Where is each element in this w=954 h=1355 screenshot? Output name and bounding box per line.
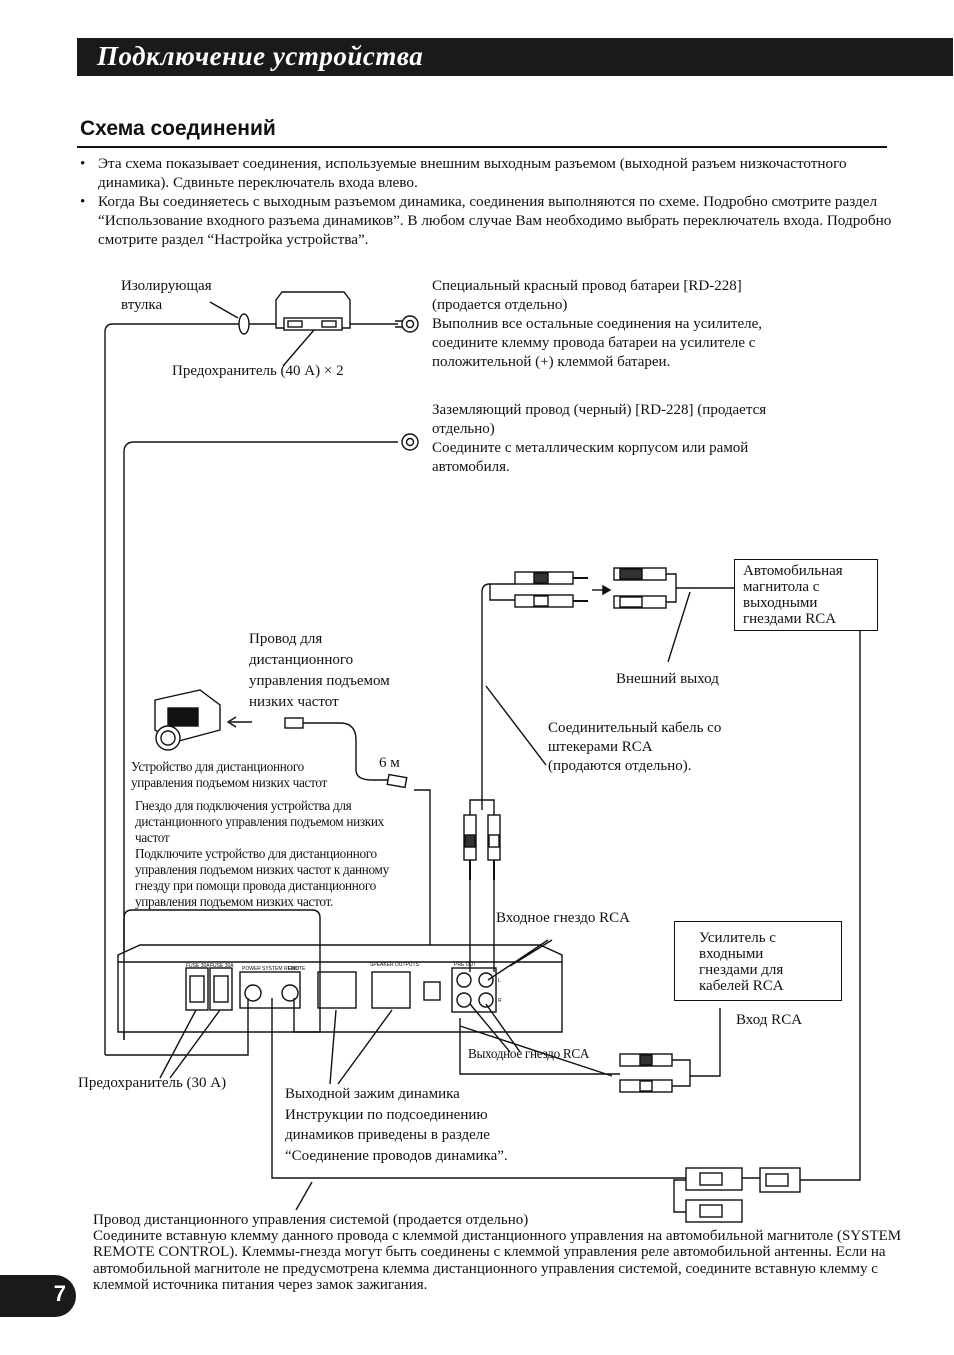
external-output-label: Внешний выход <box>616 671 719 687</box>
system-remote-head-wire <box>800 630 861 1181</box>
svg-text:FUSE 30A: FUSE 30A <box>186 963 210 969</box>
rca-input-label: Вход RCA <box>736 1012 803 1028</box>
bass-remote-device-label: Устройство для дистанционного управления… <box>131 759 327 790</box>
svg-text:SYSTEM REMOTE: SYSTEM REMOTE <box>262 966 306 972</box>
system-remote-note: Провод дистанционного управления системо… <box>93 1212 903 1293</box>
ground-wire-label: Заземляющий провод (черный) [RD-228] (пр… <box>432 402 767 475</box>
remote-wire-label: Провод для дистанционного управления под… <box>249 631 390 710</box>
system-remote-description: Соедините вставную клемму данного провод… <box>93 1228 902 1293</box>
amp-panel-labels: FUSE 30A FUSE 30A POWER SYSTEM REMOTE GN… <box>186 962 502 1004</box>
svg-text:POWER: POWER <box>242 966 261 972</box>
battery-wire <box>104 323 239 1055</box>
ground-ring-terminal-icon <box>401 433 419 451</box>
svg-text:R: R <box>498 998 502 1004</box>
amplifier-unit <box>117 944 563 1033</box>
page-number: 7 <box>53 1281 66 1306</box>
bass-remote-knob-icon <box>154 689 221 751</box>
head-unit-box: Автомобильная магнитола с выходными гнез… <box>734 559 878 631</box>
battery-ring-terminal-icon <box>395 315 419 333</box>
amp-with-rca-box: Усилитель с входными гнездами для кабеле… <box>674 921 842 1001</box>
insulating-sleeve-icon <box>238 313 250 335</box>
fuse-30-label: Предохранитель (30 А) <box>78 1075 227 1091</box>
system-remote-title: Провод дистанционного управления системо… <box>93 1212 529 1228</box>
bullet-item: Эта схема показывает соединения, использ… <box>80 154 892 192</box>
remote-jack-label: Гнездо для подключения устройства для ди… <box>135 798 389 909</box>
ground-wire <box>123 441 398 1040</box>
battery-wire-label: Специальный красный провод батареи [RD-2… <box>432 278 763 370</box>
section-title: Схема соединений <box>80 117 276 140</box>
svg-text:FUSE 30A: FUSE 30A <box>210 963 234 969</box>
system-remote-connectors <box>673 1167 801 1223</box>
intro-bullets: Эта схема показывает соединения, использ… <box>80 154 892 249</box>
svg-text:PRE OUT: PRE OUT <box>454 962 476 968</box>
fuse-40-label: Предохранитель (40 А) × 2 <box>172 363 344 379</box>
rca-cable-label: Соединительный кабель со штекерами RCA (… <box>548 720 722 774</box>
svg-text:L: L <box>498 978 501 984</box>
speaker-terminal-label: Выходной зажим динамика Инструкции по по… <box>285 1086 508 1164</box>
remote-plug-icon <box>284 717 408 789</box>
fuse-holder-40a <box>275 291 351 331</box>
length-label: 6 м <box>379 755 400 771</box>
rca-cable <box>463 567 735 880</box>
bullet-item: Когда Вы соединяетесь с выходным разъемо… <box>80 192 892 249</box>
rca-input-jack-label: Входное гнездо RCA <box>496 910 630 926</box>
page-title: Подключение устройства <box>97 41 424 71</box>
insulating-sleeve-label: Изолирующая втулка <box>121 278 212 313</box>
page-number-tab: 7 <box>0 1275 76 1317</box>
section-divider <box>77 146 887 148</box>
system-remote-wire <box>271 998 800 1179</box>
svg-text:SPEAKER OUTPUTS: SPEAKER OUTPUTS <box>370 962 420 968</box>
rca-output-jack-label: Выходное гнездо RCA <box>468 1046 590 1061</box>
header-banner: Подключение устройства <box>77 38 953 76</box>
rca-output-plugs <box>459 1008 721 1093</box>
svg-text:GND: GND <box>288 966 300 972</box>
